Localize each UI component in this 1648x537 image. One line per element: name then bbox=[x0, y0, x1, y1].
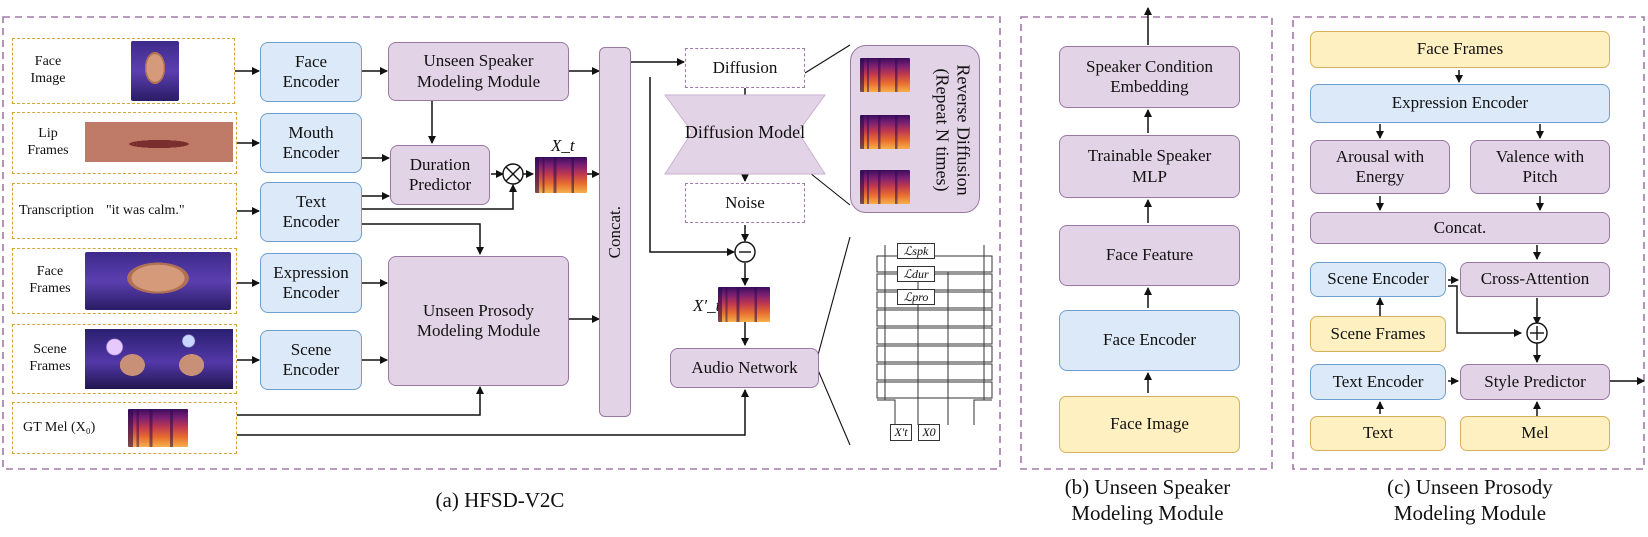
expression-encoder: Expression Encoder bbox=[260, 253, 362, 313]
speaker-condition-embedding: Speaker Condition Embedding bbox=[1059, 46, 1240, 108]
network-input-x0: X0 bbox=[918, 424, 940, 441]
scene-encoder: Scene Encoder bbox=[260, 330, 362, 390]
gt-mel-label: GT Mel (X₀) bbox=[23, 419, 96, 435]
concat-block: Concat. bbox=[599, 47, 631, 417]
reverse-step-2-spectrogram bbox=[860, 115, 910, 149]
face-encoder: Face Encoder bbox=[260, 42, 362, 102]
face-frames-thumbnail bbox=[85, 252, 231, 310]
panel-c-mel: Mel bbox=[1460, 416, 1610, 451]
face-feature: Face Feature bbox=[1059, 225, 1240, 286]
concat-label: Concat. bbox=[604, 205, 624, 259]
reverse-diffusion-label-wrap: Reverse Diffusion (Repeat N times) bbox=[925, 55, 980, 205]
panel-c-text: Text bbox=[1310, 416, 1446, 451]
panel-c-frame bbox=[1292, 16, 1645, 470]
unseen-speaker-module: Unseen Speaker Modeling Module bbox=[388, 42, 569, 101]
xt-spectrogram bbox=[535, 157, 587, 193]
face-image-thumbnail bbox=[131, 41, 179, 101]
audio-network: Audio Network bbox=[670, 348, 819, 388]
scene-frames-label: Scene Frames bbox=[29, 342, 71, 374]
loss-duration: ℒdur bbox=[897, 266, 935, 282]
mouth-encoder: Mouth Encoder bbox=[260, 113, 362, 173]
unseen-prosody-module: Unseen Prosody Modeling Module bbox=[388, 256, 569, 386]
reverse-step-3-spectrogram bbox=[860, 170, 910, 204]
panel-c-face-frames: Face Frames bbox=[1310, 31, 1610, 68]
diffusion-model-label: Diffusion Model bbox=[684, 122, 806, 143]
duration-predictor: Duration Predictor bbox=[390, 145, 490, 205]
transcription-input: Transcription "it was calm." bbox=[12, 183, 237, 239]
lip-frames-label: Lip Frames bbox=[27, 126, 69, 158]
transcription-text: "it was calm." bbox=[105, 202, 185, 218]
loss-speaker: ℒspk bbox=[897, 243, 935, 259]
xt-prime-spectrogram bbox=[718, 287, 770, 322]
panel-c-concat: Concat. bbox=[1310, 212, 1610, 244]
xt-prime-label: X′_t bbox=[693, 296, 721, 315]
reverse-step-1-spectrogram bbox=[860, 58, 910, 92]
multiply-operator-icon bbox=[502, 163, 524, 185]
arousal-with-energy: Arousal with Energy bbox=[1310, 140, 1450, 194]
panel-c-expression-encoder: Expression Encoder bbox=[1310, 84, 1610, 123]
panel-c-scene-frames: Scene Frames bbox=[1310, 316, 1446, 352]
panel-a-caption: (a) HFSD-V2C bbox=[435, 488, 565, 512]
face-image-label: Face Image bbox=[30, 54, 66, 86]
network-input-xt-prime: X′t bbox=[890, 424, 912, 441]
face-frames-label: Face Frames bbox=[29, 264, 71, 296]
panel-c-caption: (c) Unseen Prosody Modeling Module bbox=[1387, 475, 1553, 526]
diffusion-box: Diffusion bbox=[685, 48, 805, 88]
text-encoder: Text Encoder bbox=[260, 182, 362, 242]
add-operator-icon bbox=[1526, 322, 1548, 344]
panel-a-frame bbox=[2, 16, 1001, 470]
gt-mel-spectrogram bbox=[128, 409, 188, 447]
valence-with-pitch: Valence with Pitch bbox=[1470, 140, 1610, 194]
style-predictor: Style Predictor bbox=[1460, 364, 1610, 400]
cross-attention: Cross-Attention bbox=[1460, 262, 1610, 297]
scene-frames-thumbnail bbox=[85, 329, 233, 389]
subtract-operator-icon bbox=[734, 241, 756, 263]
panel-c-scene-encoder: Scene Encoder bbox=[1310, 262, 1446, 297]
panel-b-frame bbox=[1020, 16, 1273, 470]
face-image-input: Face Image bbox=[12, 38, 235, 104]
panel-b-caption: (b) Unseen Speaker Modeling Module bbox=[1064, 475, 1231, 526]
noise-box: Noise bbox=[685, 183, 805, 223]
trainable-speaker-mlp: Trainable Speaker MLP bbox=[1059, 135, 1240, 198]
diffusion-model-shape bbox=[664, 94, 826, 175]
transcription-label: Transcription bbox=[19, 202, 94, 218]
panel-c-text-encoder: Text Encoder bbox=[1310, 364, 1446, 400]
lip-frames-thumbnail bbox=[85, 122, 233, 162]
loss-prosody: ℒpro bbox=[897, 289, 935, 305]
xt-label: X_t bbox=[551, 136, 575, 155]
panel-b-face-image: Face Image bbox=[1059, 396, 1240, 453]
panel-b-face-encoder: Face Encoder bbox=[1059, 310, 1240, 371]
gt-mel-input: GT Mel (X₀) bbox=[12, 402, 237, 454]
reverse-diffusion-label: Reverse Diffusion (Repeat N times) bbox=[932, 64, 974, 196]
